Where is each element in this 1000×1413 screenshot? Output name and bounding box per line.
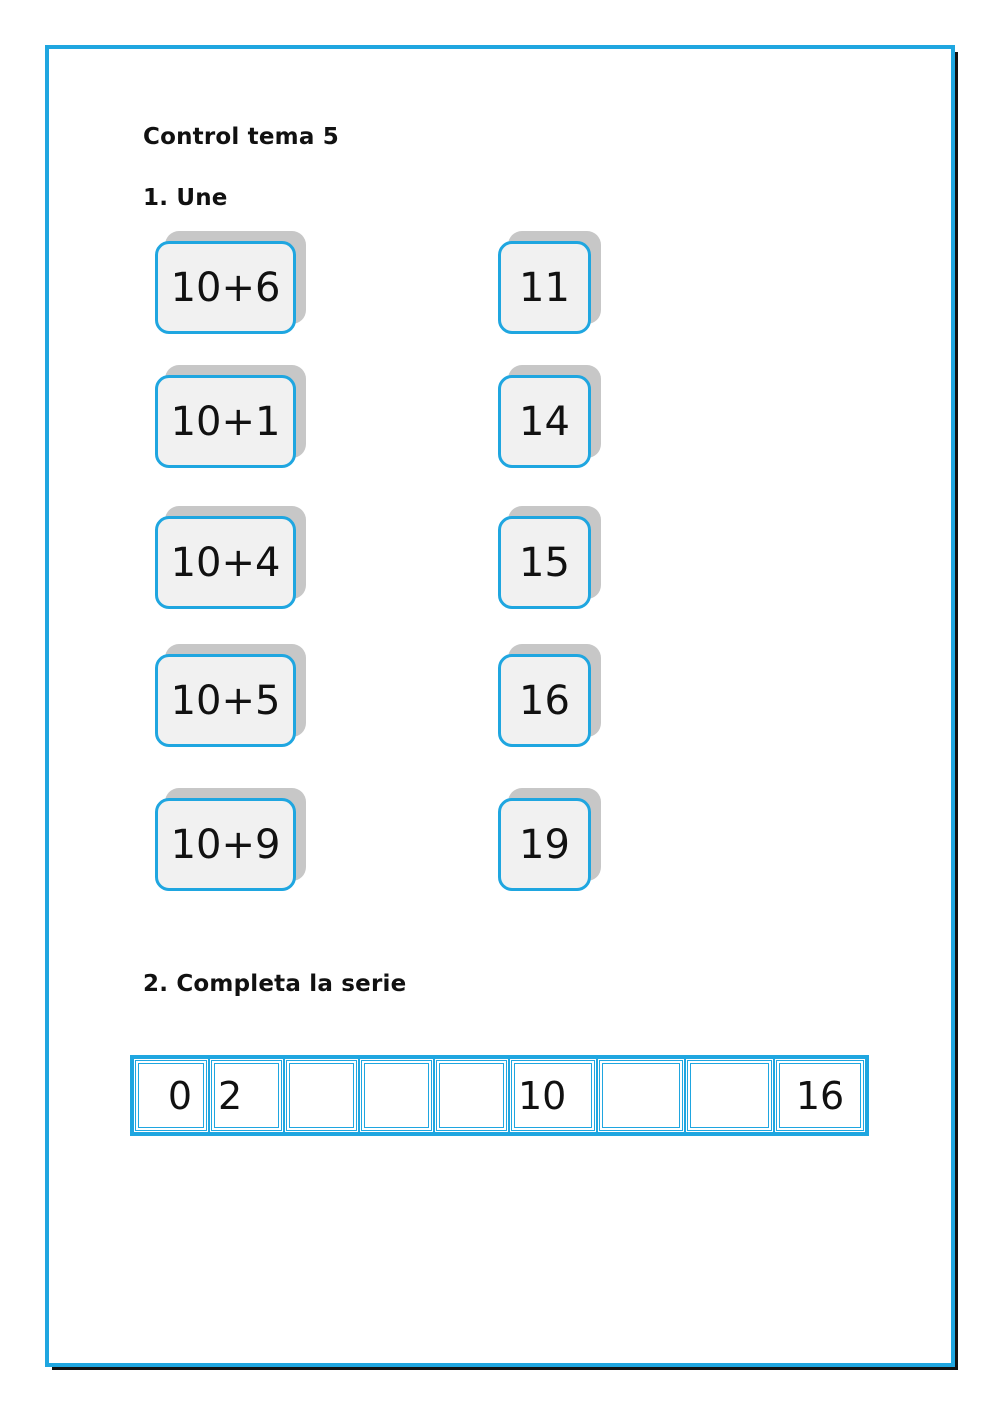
match-card-right-1[interactable]: 11 bbox=[498, 231, 601, 334]
series-cell-3[interactable] bbox=[284, 1058, 359, 1133]
series-cell-6[interactable]: 10 bbox=[509, 1058, 597, 1133]
series-cell-7[interactable] bbox=[597, 1058, 685, 1133]
card-label[interactable]: 10+4 bbox=[155, 516, 296, 609]
match-card-right-4[interactable]: 16 bbox=[498, 644, 601, 747]
card-label[interactable]: 10+1 bbox=[155, 375, 296, 468]
series-cell-5[interactable] bbox=[434, 1058, 509, 1133]
series-cell-1[interactable]: 0 bbox=[133, 1058, 209, 1133]
series-cell-9[interactable]: 16 bbox=[774, 1058, 866, 1133]
section-2-heading: 2. Completa la serie bbox=[143, 971, 407, 997]
card-label[interactable]: 10+9 bbox=[155, 798, 296, 891]
section-1-heading: 1. Une bbox=[143, 185, 228, 211]
number-series: 0 2 10 16 bbox=[130, 1055, 869, 1136]
match-card-left-4[interactable]: 10+5 bbox=[155, 644, 306, 747]
match-card-left-2[interactable]: 10+1 bbox=[155, 365, 306, 468]
series-cell-2[interactable]: 2 bbox=[209, 1058, 284, 1133]
match-card-left-1[interactable]: 10+6 bbox=[155, 231, 306, 334]
match-card-right-2[interactable]: 14 bbox=[498, 365, 601, 468]
series-cell-8[interactable] bbox=[685, 1058, 774, 1133]
card-label[interactable]: 19 bbox=[498, 798, 591, 891]
card-label[interactable]: 10+6 bbox=[155, 241, 296, 334]
match-card-right-5[interactable]: 19 bbox=[498, 788, 601, 891]
card-label[interactable]: 14 bbox=[498, 375, 591, 468]
card-label[interactable]: 15 bbox=[498, 516, 591, 609]
match-card-left-5[interactable]: 10+9 bbox=[155, 788, 306, 891]
card-label[interactable]: 10+5 bbox=[155, 654, 296, 747]
series-cell-4[interactable] bbox=[359, 1058, 434, 1133]
card-label[interactable]: 16 bbox=[498, 654, 591, 747]
card-label[interactable]: 11 bbox=[498, 241, 591, 334]
match-card-left-3[interactable]: 10+4 bbox=[155, 506, 306, 609]
worksheet-title: Control tema 5 bbox=[143, 124, 339, 150]
match-card-right-3[interactable]: 15 bbox=[498, 506, 601, 609]
